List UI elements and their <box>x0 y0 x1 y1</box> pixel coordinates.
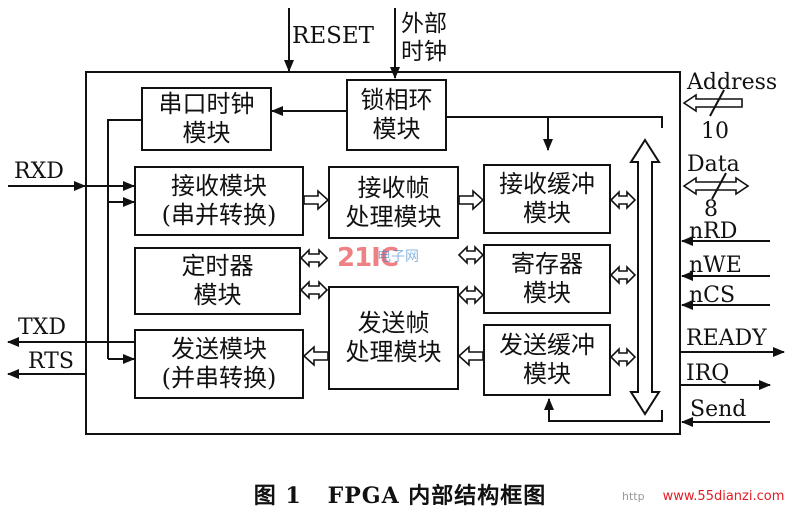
timer-line2: 模块 <box>193 281 242 309</box>
rx-line2: (串并转换) <box>161 201 277 229</box>
rx-frame-register-arrow <box>457 245 485 265</box>
rx-buffer-line2: 模块 <box>523 199 571 227</box>
data-bus-arrow <box>682 176 750 196</box>
address-width-label: 10 <box>701 119 729 144</box>
timer-frame-arrow-bottom <box>299 280 329 300</box>
register-line1: 寄存器 <box>511 250 583 278</box>
pll-block: 锁相环 模块 <box>346 79 447 151</box>
pll-line1: 锁相环 <box>360 86 433 114</box>
tx-buffer-block: 发送缓冲 模块 <box>483 324 611 396</box>
tx-frame-line1: 发送帧 <box>357 309 430 337</box>
rx-buffer-block: 接收缓冲 模块 <box>483 164 611 234</box>
tx-line1: 发送模块 <box>171 335 267 363</box>
address-bus-arrow <box>682 93 743 113</box>
data-width-label: 8 <box>704 197 718 222</box>
rx-block: 接收模块 (串并转换) <box>134 166 304 236</box>
rx-buffer-bus-arrow <box>609 190 637 210</box>
serial-clock-line1: 串口时钟 <box>158 90 255 118</box>
serial-clock-line2: 模块 <box>182 119 231 147</box>
tx-buffer-line2: 模块 <box>523 360 571 388</box>
watermark-logo: 21IC <box>337 243 399 273</box>
register-line2: 模块 <box>523 279 571 307</box>
register-bus-arrow <box>609 265 637 285</box>
figure-caption: 图 1 FPGA 内部结构框图 <box>253 483 547 509</box>
pll-clock-right-line <box>447 116 663 128</box>
ncs-label: nCS <box>689 283 736 308</box>
serial-clock-block: 串口时钟 模块 <box>141 87 272 151</box>
data-label: Data <box>687 152 740 177</box>
address-label: Address <box>687 70 778 95</box>
clock-bus-line <box>107 119 141 359</box>
pll-line2: 模块 <box>372 115 421 143</box>
register-block: 寄存器 模块 <box>483 244 611 314</box>
fpga-boundary <box>85 71 681 435</box>
timer-block: 定时器 模块 <box>134 247 301 315</box>
rx-to-frame-arrow <box>303 189 330 211</box>
rx-frame-line1: 接收帧 <box>357 173 430 202</box>
ext-clock-label-line1: 外部 <box>401 11 447 37</box>
internal-bus-arrow <box>629 138 661 416</box>
frame-to-tx-arrow <box>302 345 329 367</box>
tx-buffer-to-frame-arrow <box>457 345 484 367</box>
data-width-slash <box>711 172 727 200</box>
rxd-label: RXD <box>14 159 64 184</box>
timer-frame-arrow-top <box>299 248 329 268</box>
address-width-slash <box>709 89 725 117</box>
rx-buffer-line1: 接收缓冲 <box>499 170 595 198</box>
tx-frame-line2: 处理模块 <box>345 338 442 366</box>
rts-label: RTS <box>28 349 74 374</box>
reset-label: RESET <box>292 23 374 49</box>
tx-buffer-bus-arrow <box>609 347 637 367</box>
tx-line2: (并串转换) <box>161 364 277 392</box>
frame-to-rx-buffer-arrow <box>458 189 485 211</box>
watermark-url-text: www.55dianzi.com <box>662 489 785 504</box>
irq-label: IRQ <box>686 361 730 386</box>
nwe-label: nWE <box>689 253 742 278</box>
ext-clock-label-line2: 时钟 <box>401 39 447 65</box>
rx-frame-line2: 处理模块 <box>345 202 442 231</box>
timer-line1: 定时器 <box>181 252 254 280</box>
send-label: Send <box>690 397 747 422</box>
nrd-label: nRD <box>689 219 738 244</box>
txd-label: TXD <box>18 315 66 340</box>
tx-block: 发送模块 (并串转换) <box>134 329 304 399</box>
watermark-text: 电子网 <box>377 249 419 265</box>
tx-frame-register-arrow <box>457 285 485 305</box>
ready-label: READY <box>686 326 767 351</box>
rx-line1: 接收模块 <box>171 172 267 200</box>
rx-frame-block: 接收帧 处理模块 <box>328 166 459 239</box>
tx-buffer-line1: 发送缓冲 <box>499 331 595 359</box>
watermark-url: http www.55dianzi.com <box>622 489 784 504</box>
watermark-url-prefix: http <box>622 490 645 503</box>
tx-frame-block: 发送帧 处理模块 <box>328 286 459 390</box>
